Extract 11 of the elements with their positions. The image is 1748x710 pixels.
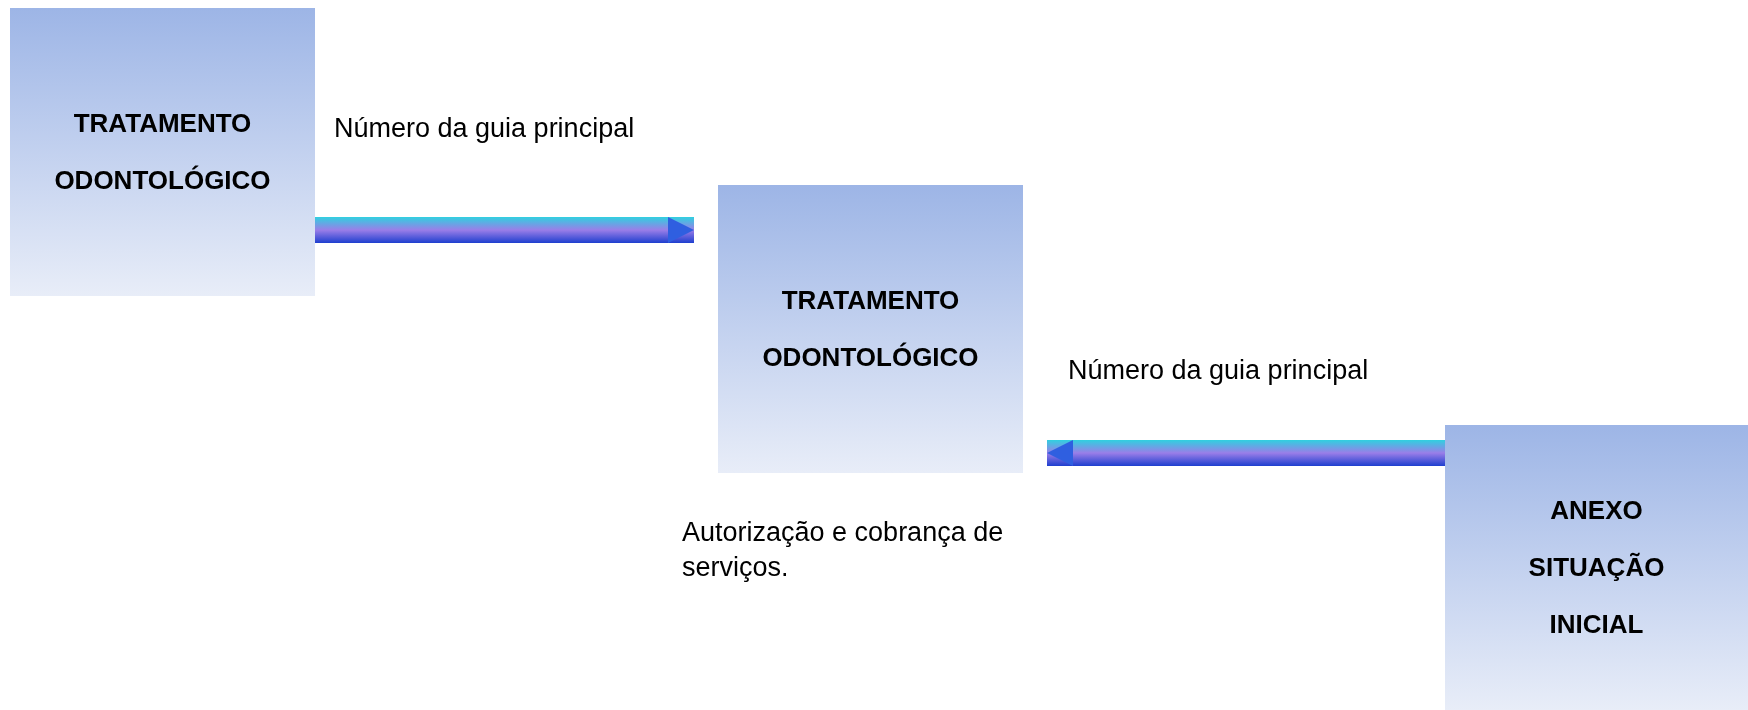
- box-title: TRATAMENTO ODONTOLÓGICO: [761, 283, 980, 374]
- box-title: TRATAMENTO ODONTOLÓGICO: [53, 106, 272, 197]
- arrow: [1047, 440, 1445, 466]
- edge-label: Número da guia principal: [334, 113, 635, 144]
- box-title: ANEXO SITUAÇÃO INICIAL: [1527, 493, 1666, 642]
- process-box: [718, 185, 1023, 473]
- edge-label: Número da guia principal: [1068, 355, 1369, 386]
- arrow: [315, 217, 694, 243]
- note-text: Autorização e cobrança de serviços.: [682, 516, 1005, 585]
- process-box: [1445, 425, 1748, 710]
- process-box: [10, 8, 315, 296]
